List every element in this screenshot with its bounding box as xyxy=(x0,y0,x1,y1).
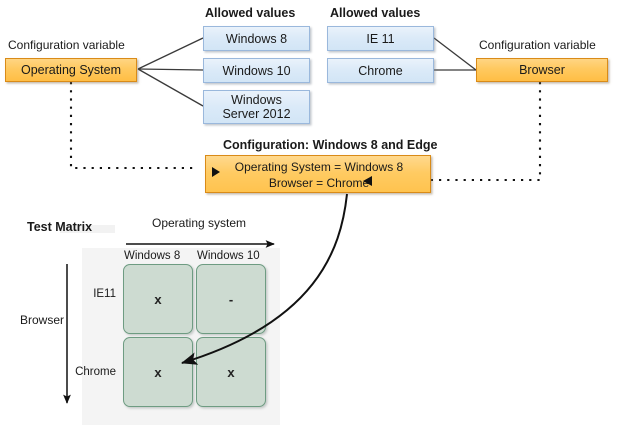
os-value-box-windows-8[interactable]: Windows 8 xyxy=(203,26,310,51)
os-variable-box[interactable]: Operating System xyxy=(5,58,137,82)
matrix-row-header-chrome: Chrome xyxy=(75,366,116,378)
config-inbound-arrow-icon xyxy=(212,167,220,177)
os-allowed-values-label: Allowed values xyxy=(205,6,296,20)
os-value-box-windows-10[interactable]: Windows 10 xyxy=(203,58,310,83)
config-line-operating-system: Operating System = Windows 8 xyxy=(234,160,404,174)
configuration-title: Configuration: Windows 8 and Edge xyxy=(223,138,438,152)
matrix-cell-ie11-windows-10[interactable]: - xyxy=(196,264,266,334)
config-line-browser: Browser = Chrome xyxy=(268,176,370,190)
browser-value-box-ie-11[interactable]: IE 11 xyxy=(327,26,434,51)
matrix-cell-chrome-windows-10[interactable]: x xyxy=(196,337,266,407)
browser-config-variable-caption: Configuration variable xyxy=(479,38,596,52)
os-value-connectors xyxy=(137,37,204,107)
matrix-column-header-windows-8: Windows 8 xyxy=(124,250,181,262)
matrix-cell-chrome-windows-8[interactable]: x xyxy=(123,337,193,407)
matrix-top-shadow-bar xyxy=(60,225,115,233)
matrix-column-header-windows-10: Windows 10 xyxy=(197,250,260,262)
browser-value-box-chrome[interactable]: Chrome xyxy=(327,58,434,83)
matrix-x-axis-label: Operating system xyxy=(152,216,247,230)
browser-variable-box[interactable]: Browser xyxy=(476,58,608,82)
test-matrix-title: Test Matrix xyxy=(27,220,93,234)
matrix-row-header-ie11: IE11 xyxy=(93,288,116,300)
config-browser-inbound-arrow-icon xyxy=(363,176,372,186)
matrix-cell-ie11-windows-8[interactable]: x xyxy=(123,264,193,334)
browser-value-connectors xyxy=(433,37,477,71)
matrix-y-axis-label: Browser xyxy=(20,313,65,327)
browser-allowed-values-label: Allowed values xyxy=(330,6,421,20)
os-to-config-dotted-line xyxy=(69,82,198,170)
configuration-box[interactable]: Operating System = Windows 8 Browser = C… xyxy=(205,155,431,193)
os-config-variable-caption: Configuration variable xyxy=(8,38,125,52)
